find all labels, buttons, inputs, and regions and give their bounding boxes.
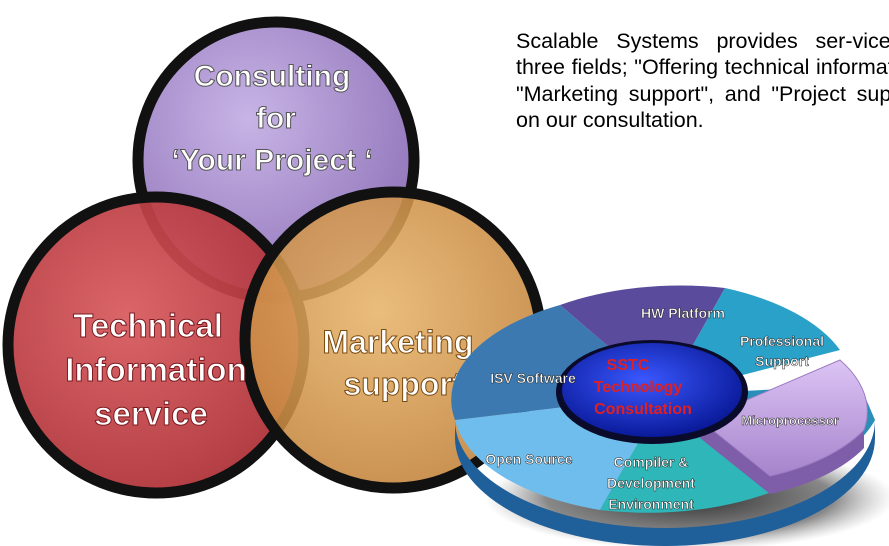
venn-consulting-line-1: Consulting xyxy=(194,60,351,93)
intro-paragraph: Scalable Systems provides ser-vices in t… xyxy=(516,29,889,133)
disc-center-line-3: Consultation xyxy=(594,401,692,418)
disc-center-line-1: SSTC xyxy=(607,357,650,374)
segment-label-professional-line-1: Professional xyxy=(740,333,824,349)
segment-label-hw-platform: HW Platform xyxy=(641,305,725,321)
disc-edge xyxy=(455,420,875,546)
segment-label-professional-line-2: Support xyxy=(755,353,809,369)
disc-center-line-2: Technology xyxy=(594,379,683,396)
segment-label-compiler-line-1: Compiler & xyxy=(614,454,689,470)
technology-disc: SSTC Technology Consultation HW Platform… xyxy=(451,285,889,546)
segment-label-open-source: Open Source xyxy=(485,451,572,467)
venn-diagram: Consulting for ‘Your Project ‘ Technical… xyxy=(2,16,547,499)
segment-label-microprocessor: Microprocessor xyxy=(741,413,839,428)
segment-label-isv-software: ISV Software xyxy=(490,370,576,386)
segment-microprocessor xyxy=(699,359,868,477)
venn-marketing-line-1: Marketing xyxy=(322,324,473,360)
segment-microprocessor-side xyxy=(700,420,864,494)
venn-consulting-line-2: for xyxy=(256,102,296,135)
venn-technical-line-3: service xyxy=(94,395,208,432)
venn-consulting-line-3: ‘Your Project ‘ xyxy=(171,144,372,177)
disc-center xyxy=(562,343,742,437)
venn-technical-line-1: Technical xyxy=(73,307,223,344)
venn-marketing-line-2: support xyxy=(343,366,462,402)
segment-label-compiler-line-2: Development xyxy=(607,475,695,491)
venn-technical-line-2: Information xyxy=(65,351,246,388)
segment-label-compiler-line-3: Environment xyxy=(608,496,694,512)
